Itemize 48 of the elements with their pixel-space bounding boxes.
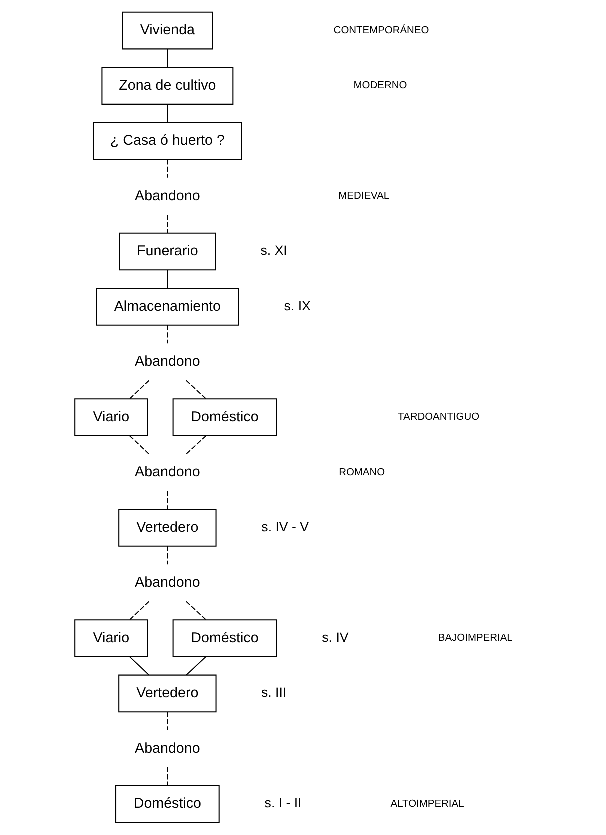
connector bbox=[166, 214, 168, 234]
node-label: s. IV - V bbox=[261, 519, 308, 534]
node-box: ¿ Casa ó huerto ? bbox=[92, 122, 242, 160]
node-box: Doméstico bbox=[172, 620, 277, 658]
connector bbox=[166, 160, 168, 178]
label: TARDOANTIGUO bbox=[398, 412, 480, 424]
node-label: s. I - II bbox=[264, 796, 302, 811]
connector bbox=[166, 104, 168, 123]
connector bbox=[166, 49, 168, 68]
node-text: Abandono bbox=[134, 354, 200, 370]
connector bbox=[129, 601, 150, 620]
node-box: Zona de cultivo bbox=[101, 67, 234, 105]
node-box: Doméstico bbox=[172, 398, 277, 436]
label: MODERNO bbox=[353, 80, 407, 92]
node-box: Almacenamiento bbox=[96, 288, 239, 326]
label: MEDIEVAL bbox=[338, 191, 390, 202]
node-label: s. III bbox=[261, 685, 286, 700]
node-text: Abandono bbox=[134, 575, 200, 592]
label: BAJOIMPERIAL bbox=[438, 633, 512, 644]
connector bbox=[166, 767, 168, 786]
node-box: Doméstico bbox=[115, 785, 220, 824]
node-text: Abandono bbox=[134, 188, 200, 204]
node-box: Vivienda bbox=[122, 12, 213, 50]
connector bbox=[186, 380, 206, 400]
connector bbox=[128, 436, 149, 454]
connector bbox=[166, 270, 168, 288]
connector bbox=[186, 601, 206, 620]
node-label: s. IV bbox=[322, 630, 348, 645]
node-box: Vertedero bbox=[118, 509, 216, 547]
node-box: Viario bbox=[74, 398, 148, 436]
connector bbox=[166, 712, 168, 730]
label: ALTOIMPERIAL bbox=[390, 798, 464, 810]
connector bbox=[186, 436, 206, 454]
connector bbox=[128, 656, 149, 676]
connector bbox=[166, 325, 168, 344]
node-label: s. IX bbox=[284, 298, 310, 314]
connector bbox=[129, 380, 150, 400]
connector bbox=[166, 491, 168, 510]
node-text: Abandono bbox=[134, 464, 200, 481]
node-box: Funerario bbox=[118, 232, 216, 271]
node-box: Vertedero bbox=[118, 674, 216, 713]
connector bbox=[166, 546, 168, 565]
label: ROMANO bbox=[338, 467, 385, 478]
node-label: s. XI bbox=[260, 243, 287, 258]
node-box: Viario bbox=[74, 620, 148, 658]
connector bbox=[186, 656, 206, 676]
node-text: Abandono bbox=[134, 740, 200, 757]
label: CONTEMPORÁNEO bbox=[333, 25, 429, 36]
